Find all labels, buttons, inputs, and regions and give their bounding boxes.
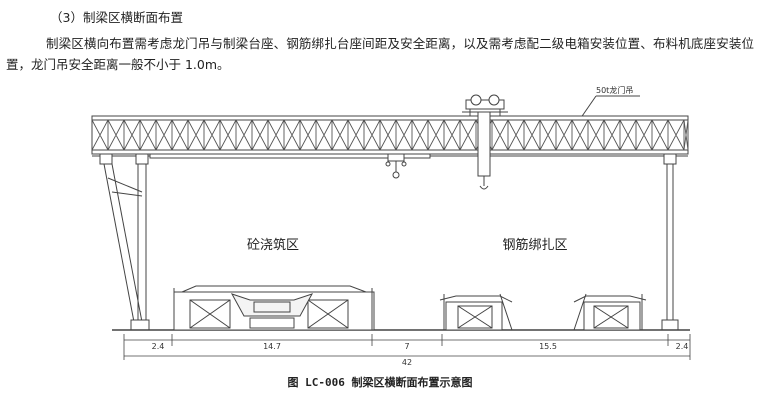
dim-2-4-left: 2.4 <box>152 342 165 351</box>
left-leg <box>99 153 150 331</box>
zone-rebar-label: 钢筋绑扎区 <box>502 237 567 253</box>
gantry-cross-section-diagram: 50t龙门吊 <box>91 85 691 367</box>
dim-14-7: 14.7 <box>263 342 281 351</box>
hoist-left <box>385 153 407 179</box>
right-leg <box>661 153 679 331</box>
casting-bed <box>173 285 375 331</box>
section-paragraph: 制梁区横向布置需考虑龙门吊与制梁台座、钢筋绑扎台座间距及安全距离，以及需考虑配二… <box>6 36 754 72</box>
figure-caption: 图 LC-006 制梁区横断面布置示意图 <box>287 376 473 389</box>
rebar-bed-left <box>439 293 513 331</box>
lower-rail <box>149 153 431 159</box>
dimension-line <box>123 334 691 360</box>
truss-girder <box>91 115 689 157</box>
crane-label: 50t龙门吊 <box>596 85 633 95</box>
dim-total: 42 <box>402 358 412 367</box>
hoist-right <box>477 111 491 190</box>
rebar-bed-right <box>573 293 647 331</box>
zone-pour-label: 砼浇筑区 <box>247 237 299 253</box>
dim-7: 7 <box>404 342 409 351</box>
dim-2-4-right: 2.4 <box>676 342 689 351</box>
section-heading: （3）制梁区横断面布置 <box>50 10 183 25</box>
dim-15-5: 15.5 <box>539 342 557 351</box>
